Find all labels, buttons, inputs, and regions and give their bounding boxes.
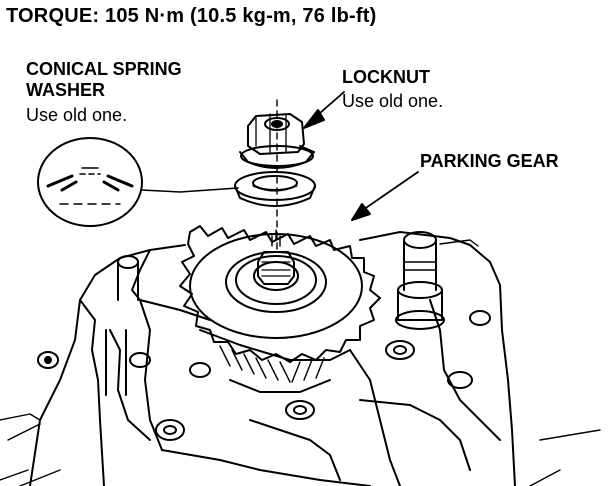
washer-detail-inset [37,137,239,227]
locknut-note: Use old one. [342,91,444,111]
conical-spring-washer-label-line2: WASHER [26,80,106,100]
countershaft [395,231,479,330]
parking-gear-arrowhead [351,203,371,221]
locknut-arrowhead [303,109,325,129]
conical-spring-washer-note: Use old one. [26,105,128,125]
torque-spec: TORQUE: 105 N·m (10.5 kg-m, 76 lb-ft) [6,5,377,27]
conical-spring-washer-label-line1: CONICAL SPRING [26,59,182,79]
locknut-label: LOCKNUT [342,67,430,87]
transmission-housing [0,231,601,486]
parking-gear [179,225,381,363]
parking-gear-label: PARKING GEAR [420,151,559,171]
leader-arrows [303,91,419,221]
conical-spring-washer [234,171,316,207]
